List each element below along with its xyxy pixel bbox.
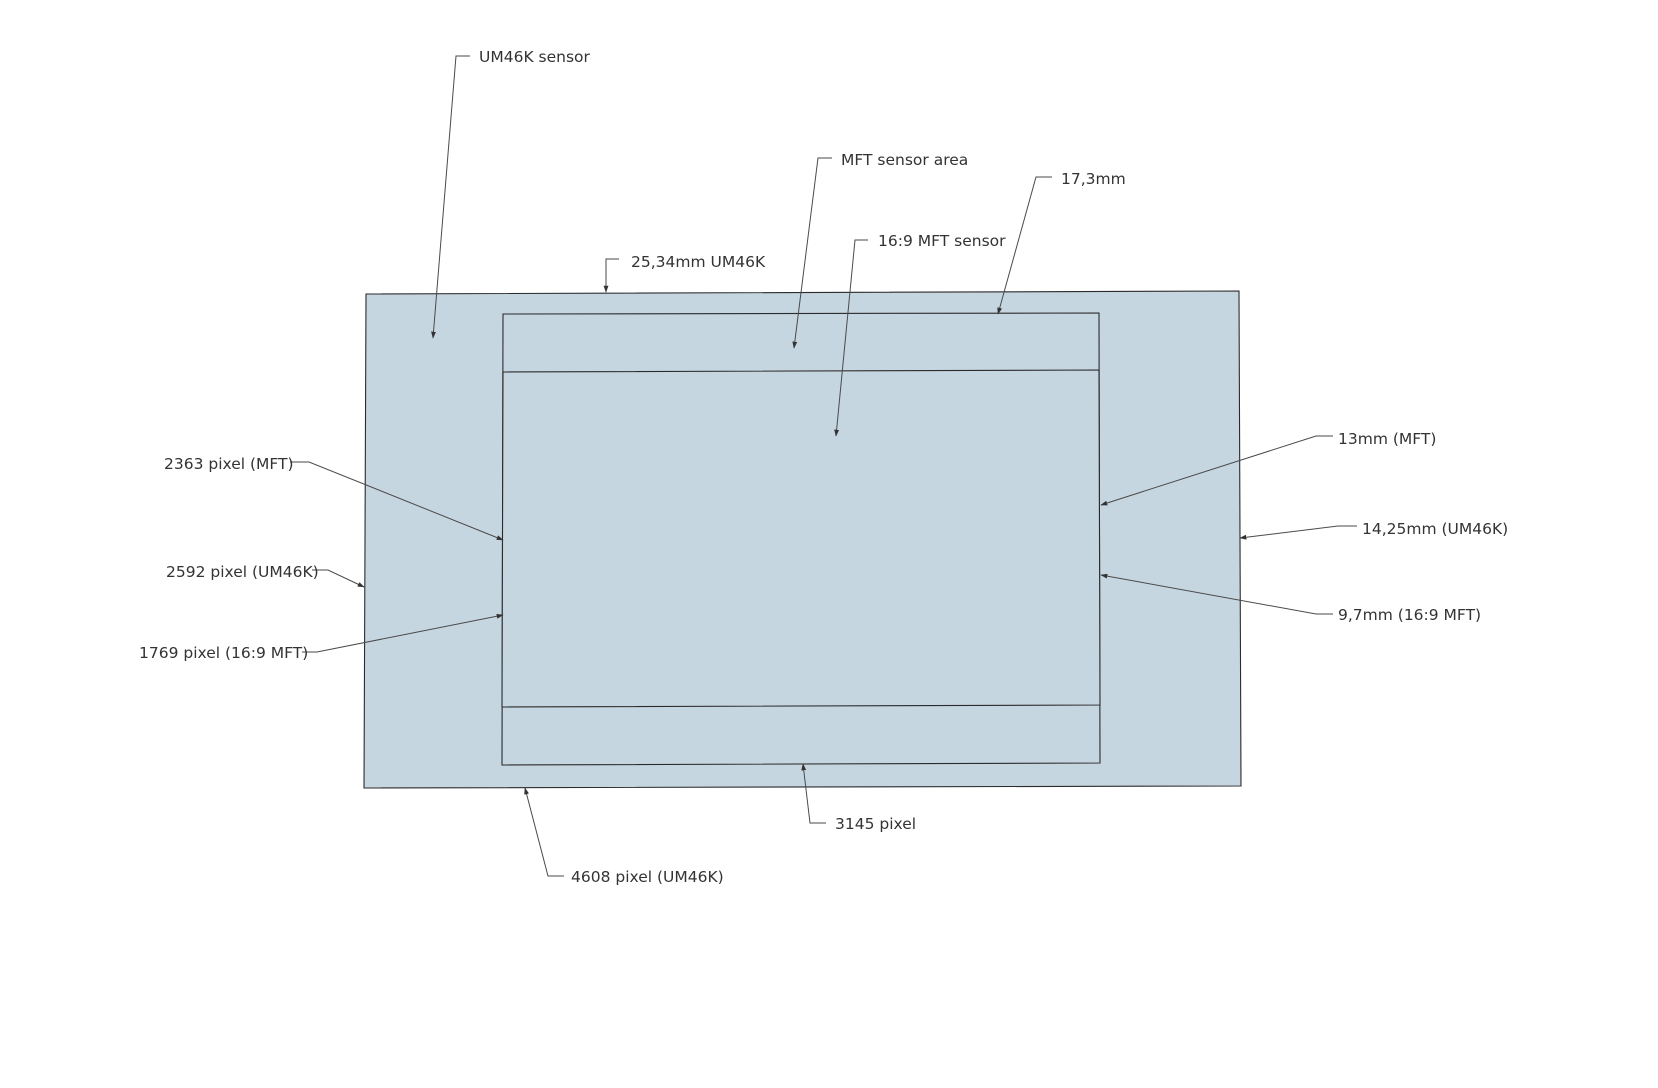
label-height-16-9-mm: 9,7mm (16:9 MFT) [1338, 606, 1481, 624]
label-height-um46k-px: 2592 pixel (UM46K) [166, 563, 319, 581]
label-16-9-mft-sensor: 16:9 MFT sensor [878, 232, 1006, 250]
leader-height-mft-mm [1100, 435, 1333, 506]
leader-width-um46k-px [524, 787, 564, 877]
leader-lines [290, 55, 1357, 877]
leader-height-um46k-mm [1239, 525, 1357, 540]
label-width-mft-mm: 17,3mm [1061, 170, 1126, 188]
leader-width-mft-px [801, 763, 826, 824]
label-width-mft-px: 3145 pixel [835, 815, 916, 833]
leader-width-um46k-mm [603, 258, 619, 293]
label-um46k-sensor: UM46K sensor [479, 48, 591, 66]
mft-16-9-sensor-rect [501, 369, 1101, 708]
leader-width-mft-mm [997, 176, 1052, 315]
leader-height-um46k-px [312, 569, 365, 588]
leader-height-mft-px [290, 461, 504, 541]
leader-um46k-sensor [431, 55, 470, 339]
label-width-um46k-px: 4608 pixel (UM46K) [571, 868, 724, 886]
leader-height-16-9-mm [1100, 573, 1333, 615]
annotation-labels: UM46K sensor MFT sensor area 17,3mm 16:9… [139, 48, 1508, 886]
leader-mft-sensor-area [792, 157, 832, 349]
label-mft-sensor-area: MFT sensor area [841, 151, 968, 169]
leader-height-16-9-px [302, 613, 504, 653]
label-height-mft-mm: 13mm (MFT) [1338, 430, 1436, 448]
label-width-um46k-mm: 25,34mm UM46K [631, 253, 766, 271]
leader-16-9-sensor [834, 239, 868, 437]
label-height-um46k-mm: 14,25mm (UM46K) [1362, 520, 1508, 538]
label-height-16-9-px: 1769 pixel (16:9 MFT) [139, 644, 308, 662]
label-height-mft-px: 2363 pixel (MFT) [164, 455, 294, 473]
